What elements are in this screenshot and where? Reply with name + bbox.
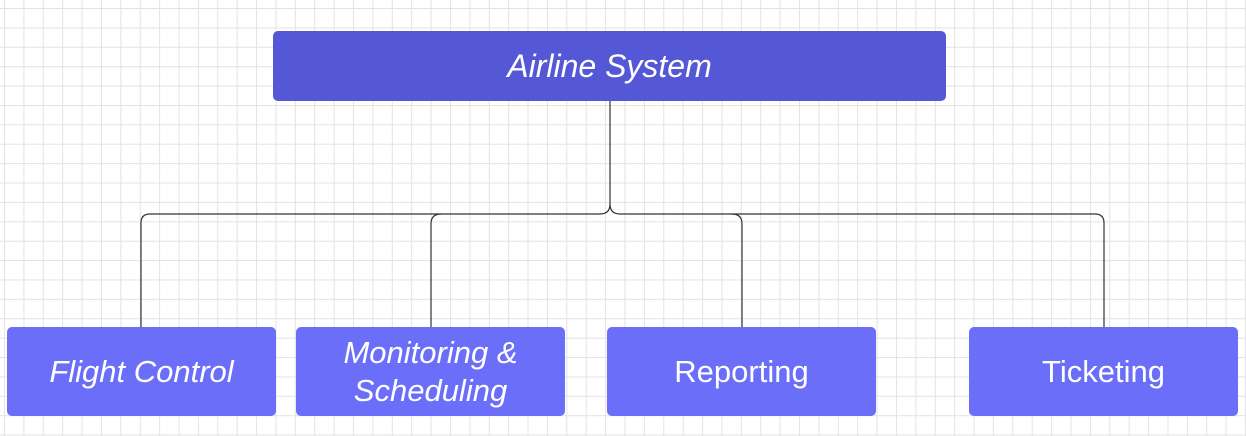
root-node-label: Airline System <box>507 48 712 84</box>
child-node-label: Flight Control <box>49 353 234 389</box>
child-node-reporting[interactable]: Reporting <box>607 327 876 416</box>
connector-monitoring-scheduling <box>430 213 442 327</box>
child-node-label: Ticketing <box>1042 353 1165 389</box>
child-node-monitoring-scheduling[interactable]: Monitoring & Scheduling <box>296 327 565 416</box>
connector-root-trunk-right <box>609 203 621 215</box>
child-node-label: Monitoring & Scheduling <box>343 334 518 408</box>
connector-flight-control <box>140 213 600 327</box>
connector-ticketing <box>732 213 1105 327</box>
child-node-flight-control[interactable]: Flight Control <box>7 327 276 416</box>
child-node-ticketing[interactable]: Ticketing <box>969 327 1238 416</box>
connector-reporting <box>620 213 743 327</box>
root-node-airline-system[interactable]: Airline System <box>273 31 946 101</box>
child-node-label: Reporting <box>674 353 809 389</box>
connector-root-trunk <box>599 101 611 215</box>
